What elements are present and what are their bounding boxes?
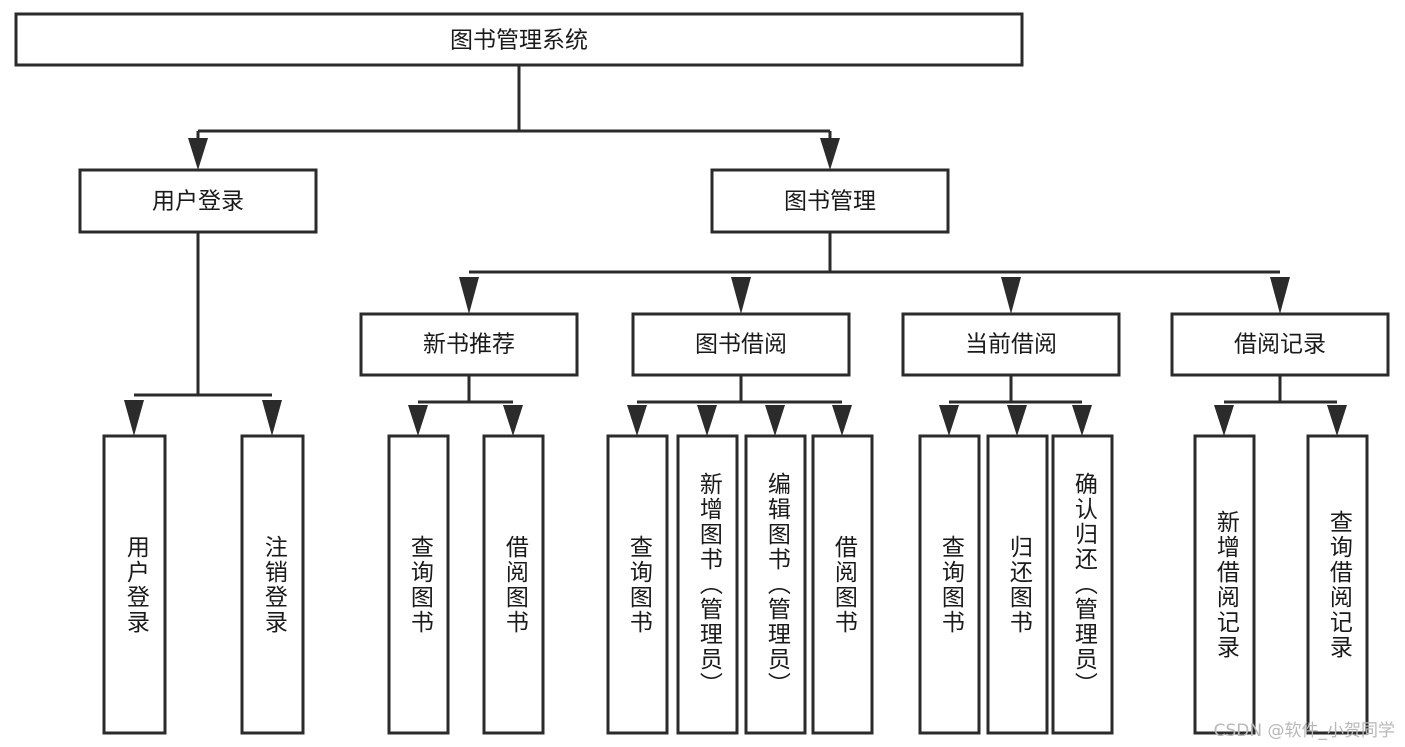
node-root-label: 图书管理系统 (450, 28, 588, 54)
node-user-login[interactable]: 用户登录 (78, 168, 318, 234)
node-borrow-record-box[interactable] (1170, 312, 1390, 377)
connector-layer (124, 65, 1347, 436)
arrowhead-user-login (188, 138, 208, 170)
arrowhead-leaf-add-book (697, 405, 717, 436)
node-leaf-user-login-box[interactable] (102, 434, 167, 735)
node-user-login-label: 用户登录 (152, 189, 244, 215)
node-leaf-logout-box[interactable] (240, 434, 305, 735)
node-leaf-add-book-box[interactable] (676, 434, 739, 735)
node-current-borrow[interactable]: 当前借阅 (901, 312, 1121, 377)
node-leaf-edit-book-box[interactable] (744, 434, 807, 735)
node-new-book-rec[interactable]: 新书推荐 (359, 312, 579, 377)
arrowhead-borrow-record (1270, 277, 1290, 314)
arrowhead-leaf-add-record (1214, 405, 1234, 436)
node-current-borrow-label: 当前借阅 (965, 332, 1057, 358)
node-book-borrow[interactable]: 图书借阅 (631, 312, 851, 377)
node-layer: 图书管理系统 用户登录 图书管理 新书推荐 图书借阅 当前 (14, 12, 1390, 735)
arrowhead-leaf-user-login (124, 400, 144, 436)
arrowhead-current-borrow (1001, 277, 1021, 314)
node-root-box[interactable] (14, 12, 1024, 67)
node-book-borrow-label: 图书借阅 (695, 332, 787, 358)
node-book-manage-box[interactable] (710, 168, 950, 234)
node-leaf-borrow-book-1-box[interactable] (482, 434, 545, 735)
node-new-book-rec-box[interactable] (359, 312, 579, 377)
node-borrow-record[interactable]: 借阅记录 (1170, 312, 1390, 377)
arrowhead-leaf-return-book (1007, 405, 1027, 436)
node-user-login-box[interactable] (78, 168, 318, 234)
arrowhead-leaf-query-book-2 (627, 405, 647, 436)
arrowhead-book-borrow (731, 277, 751, 314)
watermark-text: CSDN @软件_小贺同学 (1213, 721, 1395, 741)
arrowhead-leaf-query-book-3 (939, 405, 959, 436)
node-root[interactable]: 图书管理系统 (14, 12, 1024, 67)
arrowhead-leaf-edit-book (765, 405, 785, 436)
node-leaf-confirm-return-box[interactable] (1051, 434, 1114, 735)
arrowhead-leaf-confirm-return (1072, 405, 1092, 436)
node-leaf-query-book-1-box[interactable] (387, 434, 450, 735)
node-book-manage[interactable]: 图书管理 (710, 168, 950, 234)
arrowhead-leaf-query-book-1 (408, 405, 428, 436)
arrowhead-book-manage (820, 138, 840, 170)
node-leaf-query-record-box[interactable] (1306, 434, 1369, 735)
arrowhead-leaf-borrow-book-2 (832, 405, 852, 436)
node-leaf-query-book-3-box[interactable] (918, 434, 981, 735)
node-book-manage-label: 图书管理 (784, 189, 876, 215)
node-book-borrow-box[interactable] (631, 312, 851, 377)
node-borrow-record-label: 借阅记录 (1234, 332, 1326, 358)
arrowhead-new-book-rec (459, 277, 479, 314)
node-current-borrow-box[interactable] (901, 312, 1121, 377)
node-leaf-return-book-box[interactable] (986, 434, 1049, 735)
node-leaf-add-record-box[interactable] (1193, 434, 1256, 735)
node-leaf-query-book-2-box[interactable] (606, 434, 669, 735)
node-new-book-rec-label: 新书推荐 (423, 332, 515, 358)
arrowhead-leaf-borrow-book-1 (503, 405, 523, 436)
arrowhead-leaf-query-record (1327, 405, 1347, 436)
node-leaf-borrow-book-2-box[interactable] (811, 434, 874, 735)
arrowhead-leaf-logout (262, 400, 282, 436)
